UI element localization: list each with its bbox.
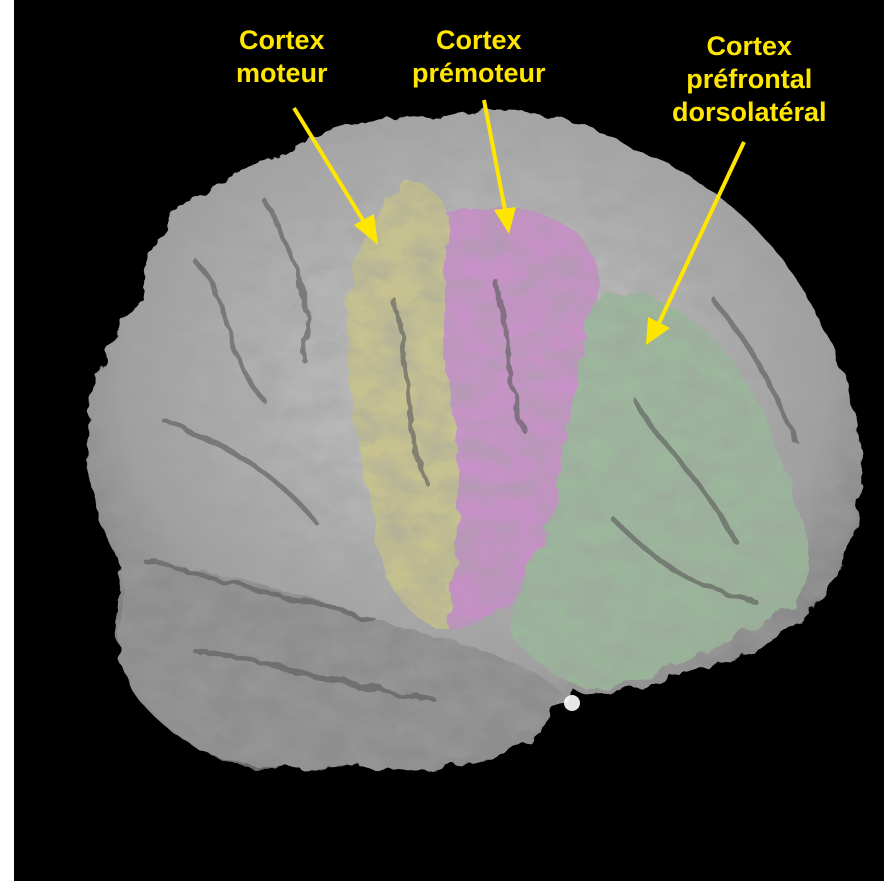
image-frame: Cortex moteur Cortex prémoteur Cortex pr…	[14, 0, 884, 881]
specular-highlight	[564, 695, 580, 711]
label-dlpfc: Cortex préfrontal dorsolatéral	[672, 30, 827, 129]
brain-illustration	[14, 0, 884, 881]
label-dlpfc-line1: Cortex	[672, 30, 827, 63]
label-premotor-line2: prémoteur	[412, 57, 546, 90]
label-premotor-cortex: Cortex prémoteur	[412, 24, 546, 90]
label-motor-line1: Cortex	[236, 24, 328, 57]
label-dlpfc-line2: préfrontal	[672, 63, 827, 96]
label-motor-line2: moteur	[236, 57, 328, 90]
label-dlpfc-line3: dorsolatéral	[672, 96, 827, 129]
label-premotor-line1: Cortex	[412, 24, 546, 57]
label-motor-cortex: Cortex moteur	[236, 24, 328, 90]
